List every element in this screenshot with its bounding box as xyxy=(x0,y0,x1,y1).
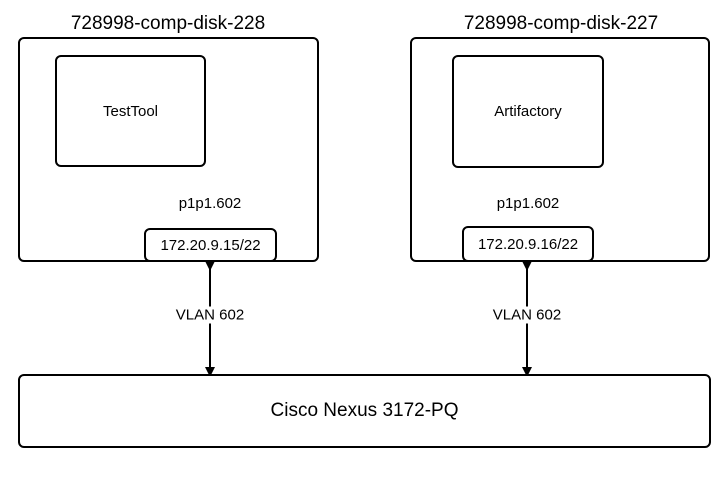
ip-box-right: 172.20.9.16/22 xyxy=(462,226,594,262)
app-box-testtool: TestTool xyxy=(55,55,206,167)
switch-label: Cisco Nexus 3172-PQ xyxy=(270,400,459,421)
vlan-label-right: VLAN 602 xyxy=(490,306,564,324)
ip-box-left: 172.20.9.15/22 xyxy=(144,228,277,262)
switch-box: Cisco Nexus 3172-PQ xyxy=(18,374,711,448)
app-box-artifactory: Artifactory xyxy=(452,55,604,168)
host-title-left: 728998-comp-disk-228 xyxy=(70,13,266,34)
vlan-label-left: VLAN 602 xyxy=(173,306,247,324)
app-label-artifactory: Artifactory xyxy=(494,103,562,120)
host-title-right: 728998-comp-disk-227 xyxy=(463,13,659,34)
app-label-testtool: TestTool xyxy=(102,102,159,120)
ip-label-left: 172.20.9.15/22 xyxy=(160,236,261,254)
interface-label-left: p1p1.602 xyxy=(178,195,242,212)
ip-label-right: 172.20.9.16/22 xyxy=(477,235,579,253)
interface-label-right: p1p1.602 xyxy=(496,195,560,212)
